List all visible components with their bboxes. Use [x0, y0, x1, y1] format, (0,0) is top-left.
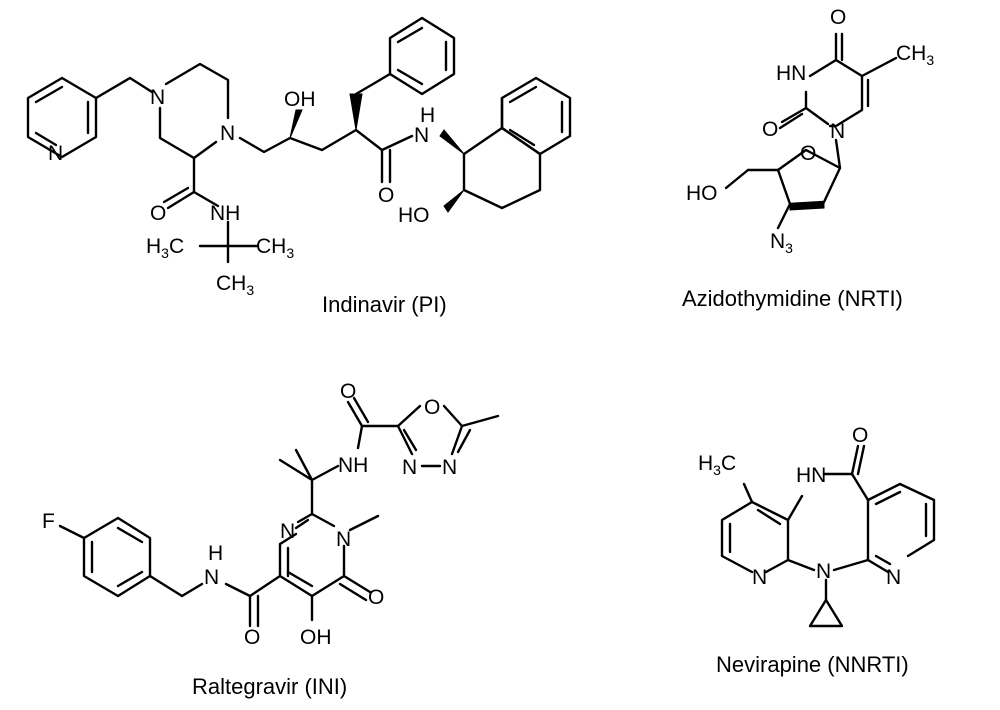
- sugar-oxygen-label: O: [800, 142, 816, 165]
- right-carbonyl-oxygen-label: O: [378, 184, 394, 207]
- tbutyl-methyl-left-label: H3C: [146, 235, 184, 261]
- central-nitrogen-label: N: [816, 560, 831, 583]
- hn-label: HN: [776, 62, 806, 85]
- nevirapine-structure: H3C HN O N N N Nevirapine (NNRTI): [698, 424, 936, 677]
- amide-nh-label: NH: [338, 454, 368, 477]
- carbonyl-oxygen-label: O: [852, 424, 868, 447]
- piperazine-nitrogen-top-label: N: [150, 86, 165, 109]
- ring-carbonyl-oxygen-label: O: [368, 586, 384, 609]
- raltegravir-structure: O O NH N N F N N H N O O OH Raltegravir …: [42, 380, 500, 699]
- hydroxyl-label: HO: [686, 182, 718, 205]
- oxadiazole-oxygen-label: O: [424, 396, 440, 419]
- piperazine-nitrogen-right-label: N: [220, 122, 235, 145]
- indane-hydroxyl-label: HO: [398, 204, 430, 227]
- nevirapine-caption: Nevirapine (NNRTI): [716, 652, 909, 677]
- raltegravir-caption: Raltegravir (INI): [192, 674, 347, 699]
- azidothymidine-caption: Azidothymidine (NRTI): [682, 286, 903, 311]
- pyridine-nitrogen-right-label: N: [886, 566, 901, 589]
- indinavir-caption: Indinavir (PI): [322, 292, 447, 317]
- left-carbonyl-oxygen-label: O: [150, 202, 166, 225]
- hydroxyl-label: OH: [300, 626, 332, 649]
- carbonyl-oxygen-top-label: O: [830, 6, 846, 29]
- pyridine-nitrogen-left-label: N: [752, 566, 767, 589]
- amide-nitrogen-label: N: [204, 566, 219, 589]
- pyridine-nitrogen-label: N: [48, 142, 63, 165]
- carbonyl-oxygen-left-label: O: [762, 118, 778, 141]
- hn-label: HN: [796, 464, 826, 487]
- amide-oxygen-top-label: O: [340, 380, 356, 403]
- right-amide-nitrogen-label: N: [414, 124, 429, 147]
- methyl-label: CH3: [896, 42, 934, 68]
- azidothymidine-structure: O HN CH3 O N O HO N3 Azidothymidine (NRT…: [682, 6, 934, 311]
- left-amide-nh-label: NH: [210, 202, 240, 225]
- tbutyl-methyl-right-label: CH3: [256, 235, 294, 261]
- ring-nitrogen-label: N: [830, 120, 845, 143]
- right-amide-hydrogen-label: H: [420, 104, 435, 127]
- indinavir-structure: N N N OH O NH H3C CH3 CH3 O H N HO Indin…: [26, 16, 572, 317]
- tbutyl-methyl-bottom-label: CH3: [216, 272, 254, 298]
- azide-label: N3: [770, 230, 793, 256]
- pyrimidine-nitrogen-left-label: N: [280, 520, 295, 543]
- amide-hydrogen-label: H: [208, 542, 223, 565]
- oxadiazole-nitrogen-left-label: N: [402, 456, 417, 479]
- fluorine-label: F: [42, 510, 55, 533]
- pyrimidine-nitrogen-right-label: N: [336, 528, 351, 551]
- hydroxyl-top-label: OH: [284, 88, 316, 111]
- oxadiazole-nitrogen-right-label: N: [442, 456, 457, 479]
- methyl-label: H3C: [698, 452, 736, 478]
- amide-oxygen-bottom-label: O: [244, 626, 260, 649]
